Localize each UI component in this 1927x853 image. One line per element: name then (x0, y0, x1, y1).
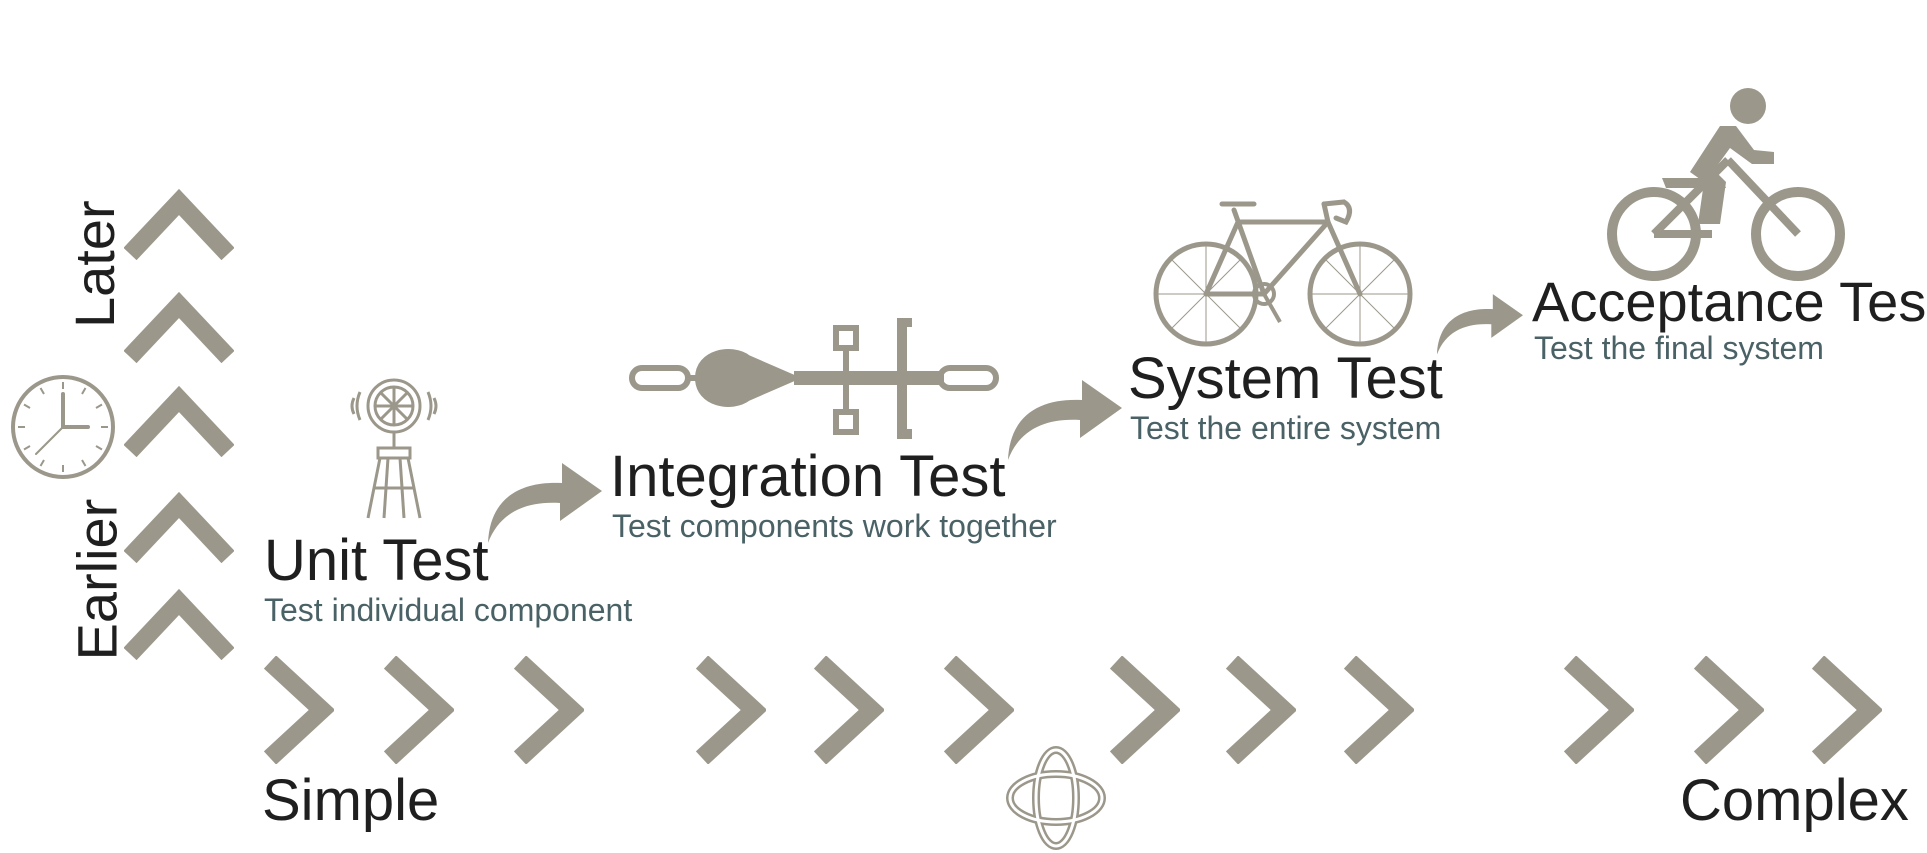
stage-title-system-test: System Test (1128, 346, 1443, 411)
chevron-right-icon (263, 656, 334, 764)
chevron-right-icon (1563, 656, 1634, 764)
windmill-icon (350, 378, 438, 519)
chevron-right-icon (943, 656, 1014, 764)
knot-icon (1006, 746, 1106, 850)
stage-subtitle-acceptance-test: Test the final system (1534, 330, 1824, 366)
chevron-up-icon (124, 588, 234, 660)
stage-subtitle-unit-test: Test individual component (264, 592, 633, 628)
chevron-right-icon (383, 656, 454, 764)
curved-arrow-icon (488, 463, 602, 543)
axis-label-complex: Complex (1680, 768, 1909, 833)
stage-title-unit-test: Unit Test (264, 528, 489, 593)
parts-assembly-icon (629, 318, 999, 439)
chevron-right-icon (695, 656, 766, 764)
chevron-right-icon (813, 656, 884, 764)
stage-title-acceptance-test: Acceptance Test (1532, 270, 1927, 333)
chevron-right-icon (1109, 656, 1180, 764)
chevron-right-icon (1343, 656, 1414, 764)
curved-arrow-icon (1008, 380, 1122, 460)
bicycle-icon (1153, 199, 1413, 347)
stage-title-integration-test: Integration Test (610, 444, 1006, 509)
cyclist-icon (1607, 88, 1845, 281)
axis-label-simple: Simple (262, 768, 440, 833)
curved-arrow-icon (1437, 294, 1523, 355)
stage-subtitle-system-test: Test the entire system (1130, 410, 1442, 446)
chevron-up-icon (124, 291, 234, 363)
chevron-up-icon (124, 188, 234, 260)
chevron-right-icon (1693, 656, 1764, 764)
chevron-up-icon (124, 385, 234, 457)
clock-icon (11, 375, 115, 479)
chevron-right-icon (1811, 656, 1882, 764)
axis-label-earlier: Earlier (65, 498, 129, 661)
chevron-right-icon (513, 656, 584, 764)
stage-subtitle-integration-test: Test components work together (612, 508, 1057, 544)
chevron-up-icon (124, 491, 234, 563)
chevron-right-icon (1225, 656, 1296, 764)
axis-label-later: Later (63, 200, 126, 328)
